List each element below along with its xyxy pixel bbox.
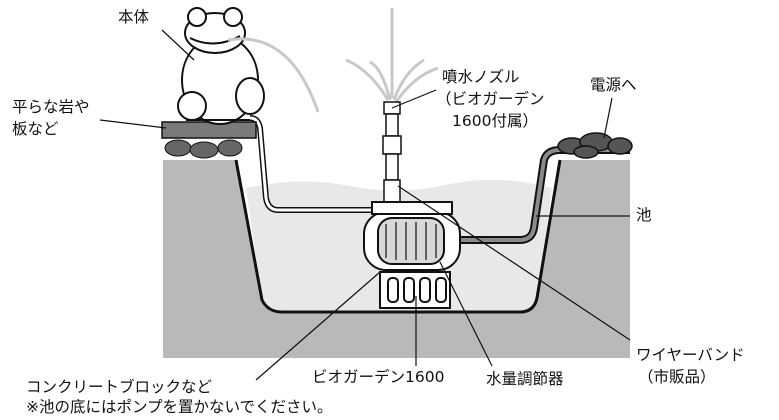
label-to-power: 電源へ [590, 76, 637, 94]
leader-lines [99, 29, 631, 381]
pond-outline [234, 159, 562, 314]
label-pond: 池 [636, 206, 652, 224]
label-flat-rock-line2: 板など [12, 120, 59, 138]
label-nozzle-line1: 噴水ノズル [442, 68, 520, 86]
label-concrete-block: コンクリートブロックなど [26, 378, 213, 396]
frog-figure [177, 7, 265, 125]
ground-cross-section [163, 160, 630, 358]
label-flow-adjuster: 水量調節器 [486, 370, 564, 388]
label-nozzle-line3: 1600付属） [452, 112, 538, 130]
label-nozzle-line2: （ビオガーデン [436, 90, 545, 108]
label-wire-band-line2: （市販品） [638, 368, 716, 386]
label-note: ※池の底にはポンプを置かないでください。 [26, 398, 333, 416]
label-wire-band-line1: ワイヤーバンド [636, 346, 745, 364]
fountain-spray [227, 8, 439, 113]
label-pump: ビオガーデン1600 [312, 368, 445, 386]
fountain-nozzle [382, 101, 402, 203]
label-body: 本体 [118, 8, 150, 26]
power-side-rocks [557, 132, 633, 159]
pump-unit [363, 201, 461, 271]
concrete-block [379, 271, 451, 309]
flat-rock-plate [161, 121, 257, 159]
label-flat-rock-line1: 平らな岩や [12, 98, 90, 116]
